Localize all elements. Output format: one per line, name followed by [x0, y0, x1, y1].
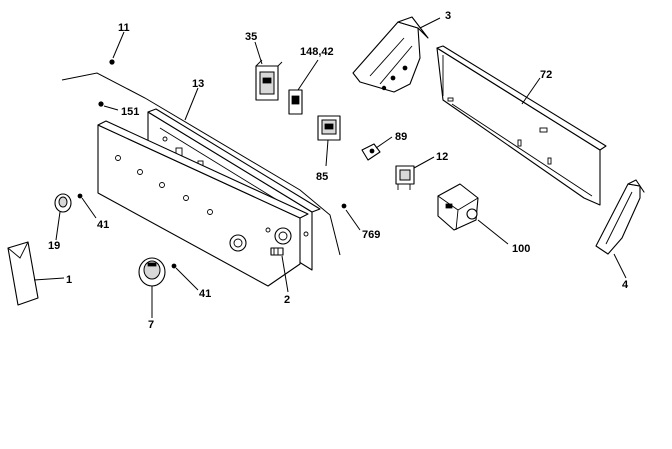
callout-7: 7: [148, 319, 154, 331]
part-12-relay: [395, 165, 415, 190]
leader-lines: [33, 17, 627, 318]
part-11-screw: [109, 59, 115, 65]
top-cover-outline: [61, 72, 341, 256]
callout-1: 1: [66, 274, 72, 286]
callout-19: 19: [48, 240, 60, 252]
part-41a-screw: [77, 193, 83, 199]
callout-12: 12: [436, 151, 448, 163]
callout-2: 2: [284, 294, 290, 306]
callout-4: 4: [622, 279, 629, 291]
part-72-rear-panel: [436, 45, 607, 206]
callout-41-left: 41: [97, 219, 109, 231]
part-7-knob: [138, 257, 166, 287]
part-769-screw: [341, 203, 347, 209]
callout-41-right: 41: [199, 288, 211, 300]
callout-769: 769: [362, 229, 380, 241]
callout-35: 35: [245, 31, 257, 43]
callout-85: 85: [316, 171, 328, 183]
callout-11: 11: [118, 22, 130, 34]
part-89-clip: [361, 143, 381, 161]
part-85-switch: [317, 115, 341, 141]
callout-89: 89: [395, 131, 407, 143]
callout-148-42: 148,42: [300, 46, 334, 58]
part-1-manual: [7, 241, 39, 306]
part-100-timer: [437, 183, 479, 231]
callout-100: 100: [512, 243, 530, 255]
part-19-knob: [54, 193, 72, 213]
part-151-screw: [98, 101, 104, 107]
part-41b-screw: [171, 263, 177, 269]
part-148-42-switch: [288, 89, 303, 115]
part-35-switch: [255, 59, 283, 101]
part-3-bracket: [352, 16, 429, 93]
callout-13: 13: [192, 78, 204, 90]
callout-72: 72: [540, 69, 552, 81]
part-4-side-bracket: [595, 179, 645, 255]
part-2-bracket: [270, 247, 284, 256]
callout-3: 3: [445, 10, 451, 22]
callout-151: 151: [121, 106, 139, 118]
control-console-panel: [97, 120, 309, 287]
